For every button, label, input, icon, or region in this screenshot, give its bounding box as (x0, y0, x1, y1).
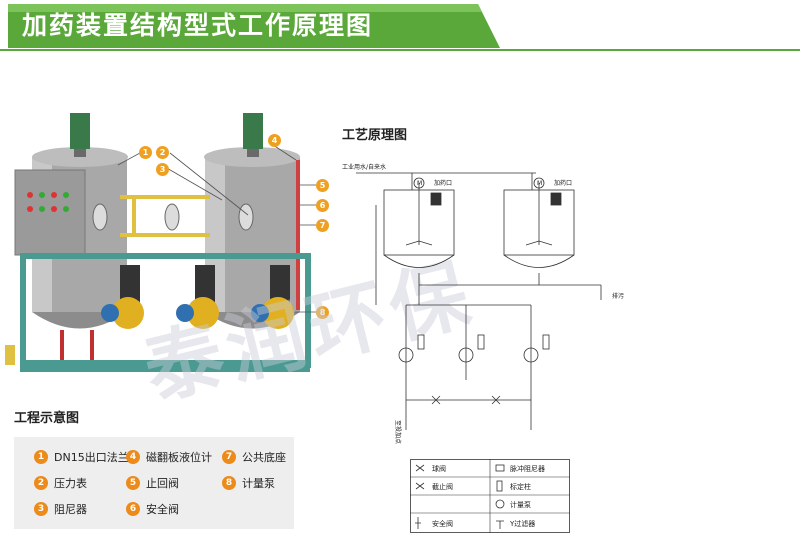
callout-4: 4 (268, 134, 281, 147)
process-schematic: 工业用水/自来水 M 加药口 M 加药口 排污 至投加点 (342, 163, 624, 444)
svg-text:M: M (417, 180, 422, 187)
common-base (20, 253, 310, 259)
title-banner (0, 4, 800, 51)
metering-pump-2 (187, 297, 219, 329)
label-dosing-out: 至投加点 (394, 420, 402, 444)
label-water-in: 工业用水/自来水 (342, 163, 386, 171)
callout-2: 2 (156, 146, 169, 159)
metering-pump-3 (262, 297, 294, 329)
symbol-calibration-column: 标定柱 (510, 482, 531, 491)
equipment-illustration (5, 113, 316, 372)
symbol-legend: 球阀 脉冲阻尼器 截止阀 标定柱 计量泵 安全阀 Y过滤器 (410, 459, 570, 533)
symbol-ball-valve: 球阀 (432, 464, 446, 473)
callout-5: 5 (316, 179, 329, 192)
control-cabinet (14, 169, 86, 256)
right-motor (243, 113, 263, 149)
symbol-metering-pump: 计量泵 (510, 500, 531, 509)
callout-6: 6 (316, 199, 329, 212)
symbol-y-strainer: Y过滤器 (509, 519, 535, 528)
callout-3: 3 (156, 163, 169, 176)
label-feed-port-2: 加药口 (554, 179, 572, 187)
label-drain: 排污 (612, 292, 624, 300)
symbol-pulse-damper: 脉冲阻尼器 (510, 464, 545, 473)
engineering-title: 工程示意图 (14, 411, 80, 426)
label-feed-port-1: 加药口 (434, 179, 452, 187)
callout-1: 1 (139, 146, 152, 159)
metering-pump-1 (112, 297, 144, 329)
svg-text:M: M (537, 180, 542, 187)
left-motor (70, 113, 90, 149)
symbol-safety-valve: 安全阀 (432, 519, 453, 528)
banner-title: 加药装置结构型式工作原理图 (22, 11, 374, 40)
callout-7: 7 (316, 219, 329, 232)
process-title: 工艺原理图 (342, 128, 408, 143)
callout-8: 8 (316, 306, 329, 319)
symbol-globe-valve: 截止阀 (432, 482, 453, 491)
